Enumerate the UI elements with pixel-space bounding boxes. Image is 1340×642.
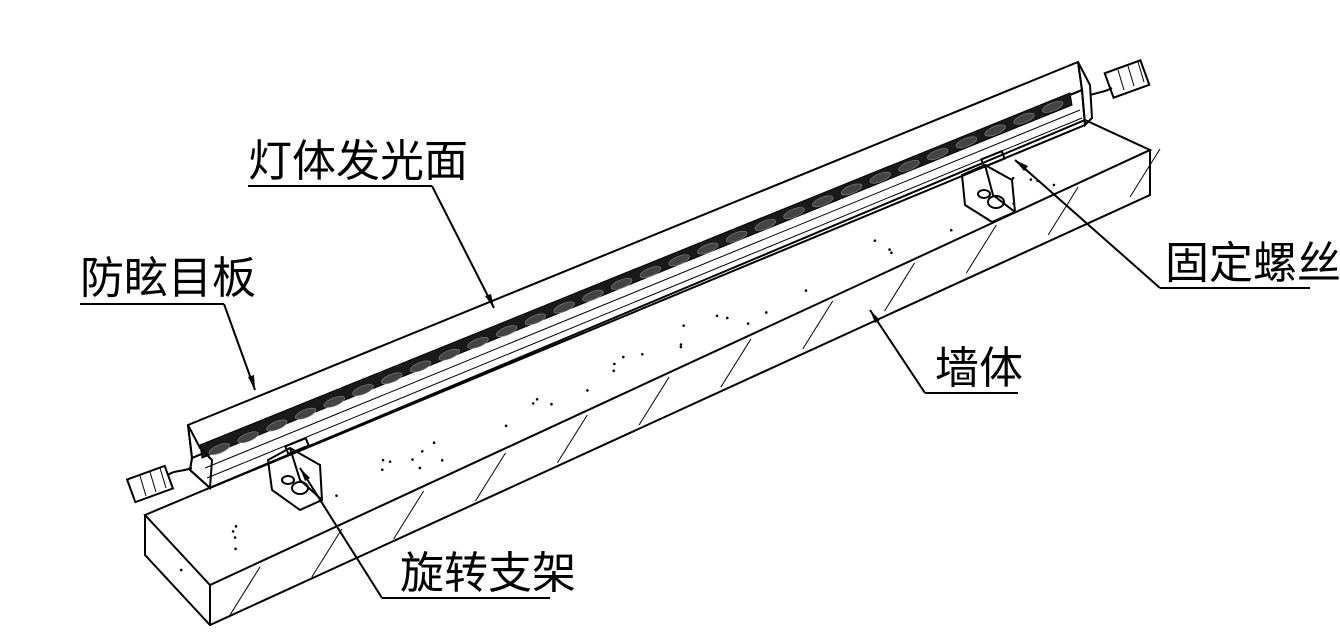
right-connector <box>1090 60 1149 97</box>
label-fixing-screw: 固定螺丝 <box>1015 160 1340 289</box>
label-rotating-bracket: 旋转支架 <box>300 468 576 599</box>
left-connector <box>127 466 192 502</box>
label-rotating-bracket-text: 旋转支架 <box>400 548 576 599</box>
label-wall-text: 墙体 <box>935 343 1023 394</box>
label-wall: 墙体 <box>870 310 1023 394</box>
label-light-surface: 灯体发光面 <box>248 136 494 308</box>
rotating-bracket-right <box>962 151 1015 222</box>
label-fixing-screw-text: 固定螺丝 <box>1165 238 1340 289</box>
label-anti-glare-text: 防眩目板 <box>80 253 256 304</box>
label-light-surface-text: 灯体发光面 <box>248 136 468 187</box>
rotating-bracket-left <box>268 438 322 510</box>
label-anti-glare: 防眩目板 <box>80 253 256 390</box>
